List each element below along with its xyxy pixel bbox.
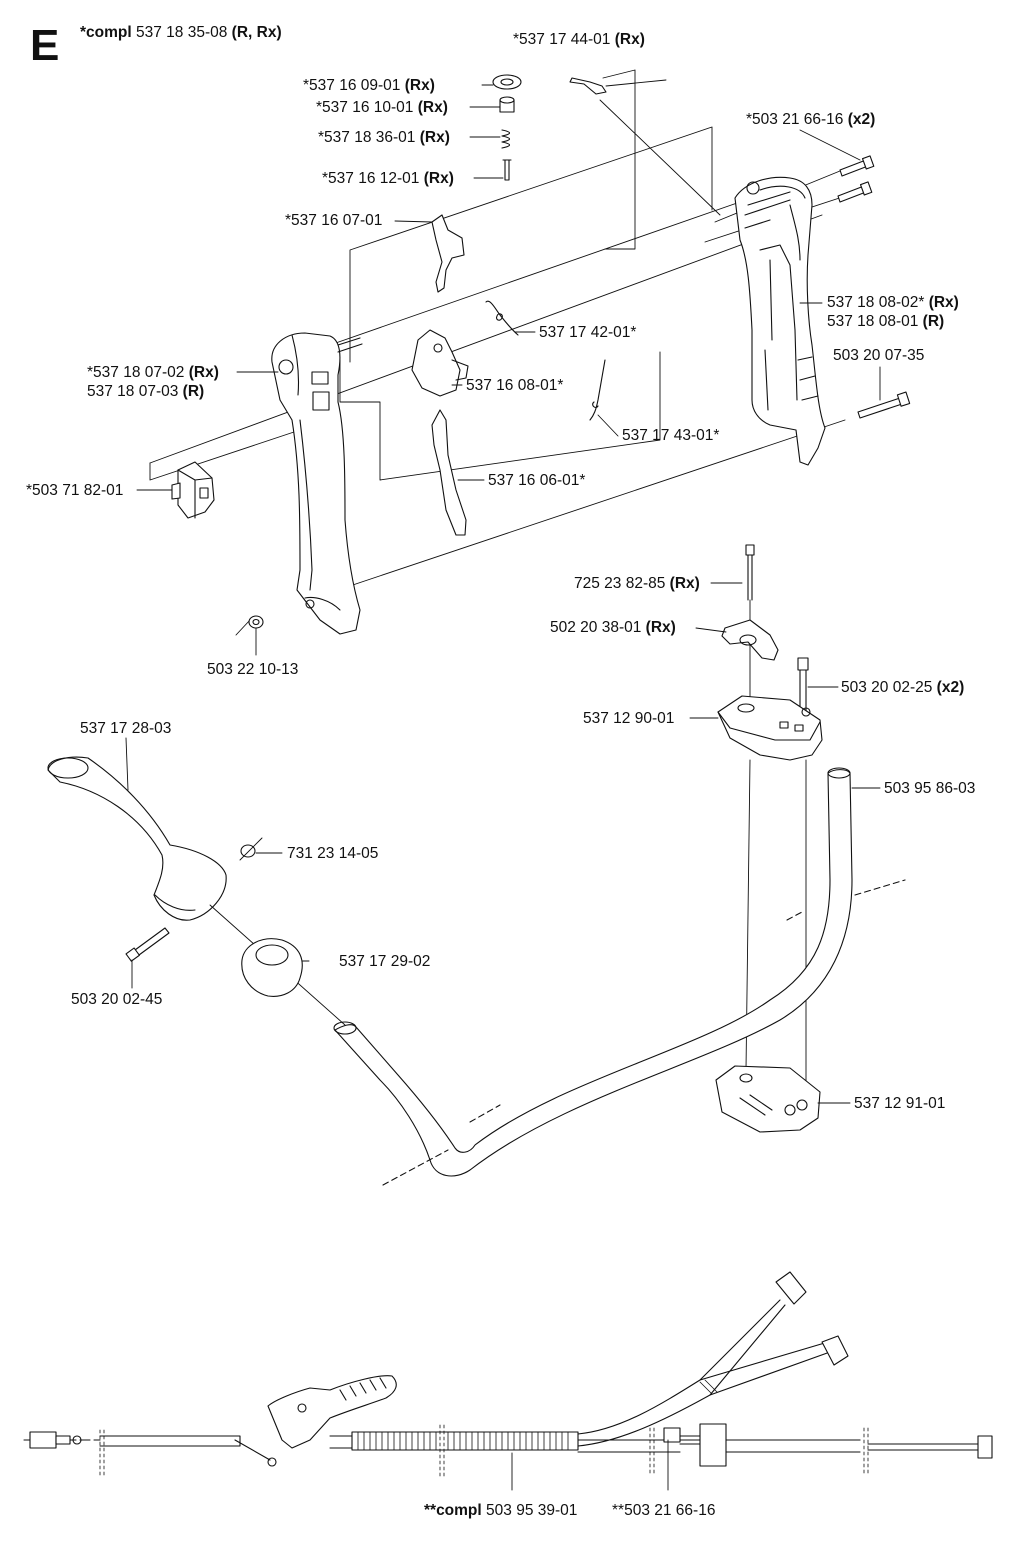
handle-right-half — [734, 176, 826, 466]
part-label: 537 16 06-01* — [488, 472, 586, 489]
part-label: 537 16 08-01* — [466, 377, 564, 394]
part-label: *537 18 07-02 (Rx) — [87, 364, 219, 381]
cable-assembly — [23, 1271, 993, 1477]
title-suffix: (R, Rx) — [231, 24, 282, 41]
part-label: 725 23 82-85 (Rx) — [574, 575, 700, 592]
part-label: *537 17 44-01 (Rx) — [513, 31, 645, 48]
bolt-503-20-02-25 — [797, 657, 809, 713]
bolt-725-23-82-85 — [745, 544, 755, 713]
part-label: 537 12 90-01 — [583, 710, 675, 727]
tube-503-95-86-03 — [333, 767, 906, 1186]
spring-537-17-42-01 — [485, 300, 519, 336]
title-number: 537 18 35-08 — [136, 24, 228, 41]
part-label: 503 95 86-03 — [884, 780, 976, 797]
assembly-frame-lines — [149, 69, 846, 636]
part-label: 537 18 08-01 (R) — [827, 313, 945, 330]
top-small-parts — [492, 74, 607, 181]
part-label: *537 18 36-01 (Rx) — [318, 129, 450, 146]
nut-503-22-10-13 — [248, 615, 264, 629]
part-label: 537 17 42-01* — [539, 324, 637, 341]
lever-537-16-07-01 — [431, 214, 465, 293]
lockout-537-16-06-01 — [431, 409, 467, 536]
spring-537-17-43-01 — [589, 359, 606, 421]
part-label: 537 17 28-03 — [80, 720, 172, 737]
part-label: 537 17 29-02 — [339, 953, 431, 970]
part-label: *537 16 10-01 (Rx) — [316, 99, 448, 116]
part-label: **503 21 66-16 — [612, 1502, 716, 1519]
part-label: 503 20 02-25 (x2) — [841, 679, 965, 696]
part-label: *537 16 12-01 (Rx) — [322, 170, 454, 187]
knob-502-20-38-01 — [721, 619, 779, 661]
assembly-title: *compl 537 18 35-08 (R, Rx) — [80, 24, 282, 42]
bolt-503-20-07-35 — [857, 391, 911, 419]
part-label: 537 12 91-01 — [854, 1095, 946, 1112]
part-label: *537 16 09-01 (Rx) — [303, 77, 435, 94]
part-label: *503 21 66-16 (x2) — [746, 111, 876, 128]
part-label: *537 16 07-01 — [285, 212, 383, 229]
title-prefix: *compl — [80, 24, 132, 41]
part-label: 537 18 08-02* (Rx) — [827, 294, 959, 311]
trigger-537-16-08-01 — [411, 329, 469, 397]
part-label: **compl 503 95 39-01 — [424, 1502, 578, 1519]
part-label: 503 20 07-35 — [833, 347, 925, 364]
part-label: 537 17 43-01* — [622, 427, 720, 444]
switch-503-71-82-01 — [171, 461, 215, 519]
part-label: 503 22 10-13 — [207, 661, 299, 678]
clamp-537-12-91-01 — [715, 1065, 821, 1133]
nut-731-23-14-05 — [239, 837, 263, 861]
grip-537-17-28-03 — [47, 756, 227, 921]
part-label: 731 23 14-05 — [287, 845, 379, 862]
section-letter: E — [30, 21, 60, 70]
part-label: 502 20 38-01 (Rx) — [550, 619, 676, 636]
leader-lines — [125, 79, 881, 1491]
part-label: 503 20 02-45 — [71, 991, 163, 1008]
part-label: 537 18 07-03 (R) — [87, 383, 205, 400]
bolts-503-21-66-16 — [837, 155, 875, 203]
bolt-503-20-02-45 — [125, 927, 170, 962]
clamp-537-12-90-01 — [717, 695, 823, 761]
handle-left-half — [271, 332, 363, 635]
part-label: *503 71 82-01 — [26, 482, 124, 499]
clamp-537-17-29-02 — [241, 938, 303, 997]
